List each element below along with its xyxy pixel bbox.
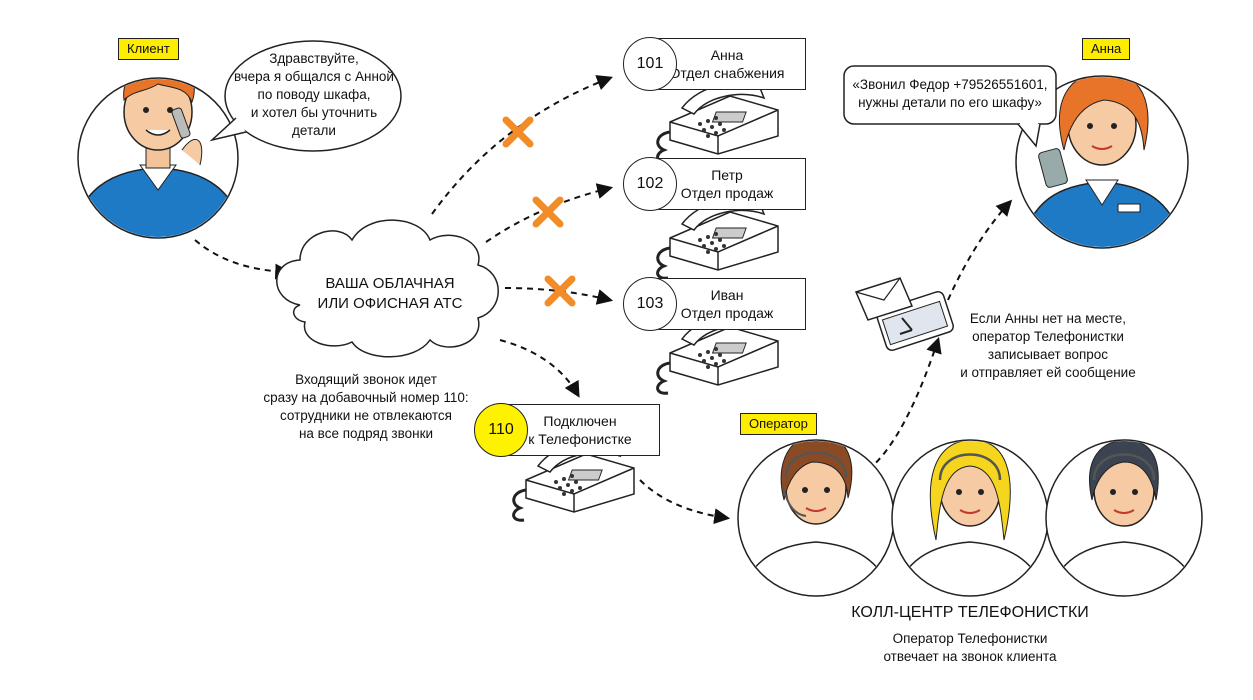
anna-absent-note: Если Анны нет на месте, оператор Телефон… [948,310,1148,382]
anna-speech-line: нужны детали по его шкафу» [858,95,1042,110]
arrow-pbx-to-110 [499,339,580,398]
pbx-label: ВАША ОБЛАЧНАЯ ИЛИ ОФИСНАЯ АТС [300,274,480,314]
note-line: и отправляет ей сообщение [960,365,1136,380]
extension-dept: Отдел продаж [680,185,774,201]
anna-speech-text: «Звонил Федор +79526551601, нужны детали… [846,76,1054,112]
arrow-phone-to-anna [947,199,1013,301]
client-portrait [77,77,239,239]
callcenter-title: КОЛЛ-ЦЕНТР ТЕЛЕФОНИСТКИ [851,604,1089,621]
client-speech-line: и хотел бы уточнить [250,105,378,120]
note-line: сотрудники не отвлекаются [279,408,452,423]
client-speech-line: по поводу шкафа, [257,87,371,102]
anna-tag: Анна [1082,38,1131,60]
extension-dept: к Телефонистке [528,431,632,447]
operator-3-portrait [1045,439,1203,597]
anna-speech-line: «Звонил Федор +79526551601, [852,77,1048,92]
client-speech-line: детали [292,123,336,138]
note-line: Входящий звонок идет [295,372,437,387]
note-line: оператор Телефонистки [972,329,1124,344]
phone-102-icon [656,197,780,280]
sms-message-icon [854,277,954,351]
extension-name: Иван [710,287,744,303]
anna-speech-bubble [843,65,1057,125]
arrow-client-to-pbx [194,239,292,280]
note-line: Если Анны нет на месте, [969,311,1127,326]
extension-102-number: 102 [623,157,677,211]
client-speech-line: вчера я общался с Анной [234,69,394,84]
extension-dept: Отдел продаж [680,305,774,321]
operator-1-portrait [737,439,895,597]
operator-tag: Оператор [740,413,817,435]
operator-2-portrait [891,439,1049,597]
extension-101-number: 101 [623,37,677,91]
anna-portrait [1015,75,1189,249]
blocked-101-icon [506,120,530,144]
phone-101-icon [656,81,780,164]
note-line: на все подряд звонки [298,426,434,441]
client-speech-bubble [224,40,402,152]
pbx-cloud [276,219,499,358]
callcenter-subtitle-line: Оператор Телефонистки [892,631,1048,646]
blocked-102-icon [536,200,560,224]
pbx-label-line2: ИЛИ ОФИСНАЯ АТС [317,295,463,312]
incoming-call-note: Входящий звонок идет сразу на добавочный… [252,371,480,443]
extension-name: Петр [711,167,743,183]
callcenter-subtitle-line: отвечает на звонок клиента [883,649,1057,664]
extension-dept: Отдел снабжения [669,65,785,81]
extension-name: Подключен [543,413,617,429]
client-tag: Клиент [118,38,179,60]
arrow-pbx-to-103 [504,287,614,305]
extension-name: Анна [710,47,744,63]
callcenter-subtitle: Оператор Телефонистки отвечает на звонок… [840,630,1100,666]
note-line: сразу на добавочный номер 110: [263,390,469,405]
note-line: записывает вопрос [987,347,1109,362]
client-speech-line: Здравствуйте, [269,51,359,66]
arrow-110-to-operator [639,479,731,525]
arrow-pbx-to-101 [431,75,613,215]
client-speech-text: Здравствуйте, вчера я общался с Анной по… [230,50,398,140]
arrow-operator-to-phone [867,336,942,471]
extension-103-number: 103 [623,277,677,331]
pbx-label-line1: ВАША ОБЛАЧНАЯ [325,275,455,292]
extension-110-number: 110 [474,403,528,457]
